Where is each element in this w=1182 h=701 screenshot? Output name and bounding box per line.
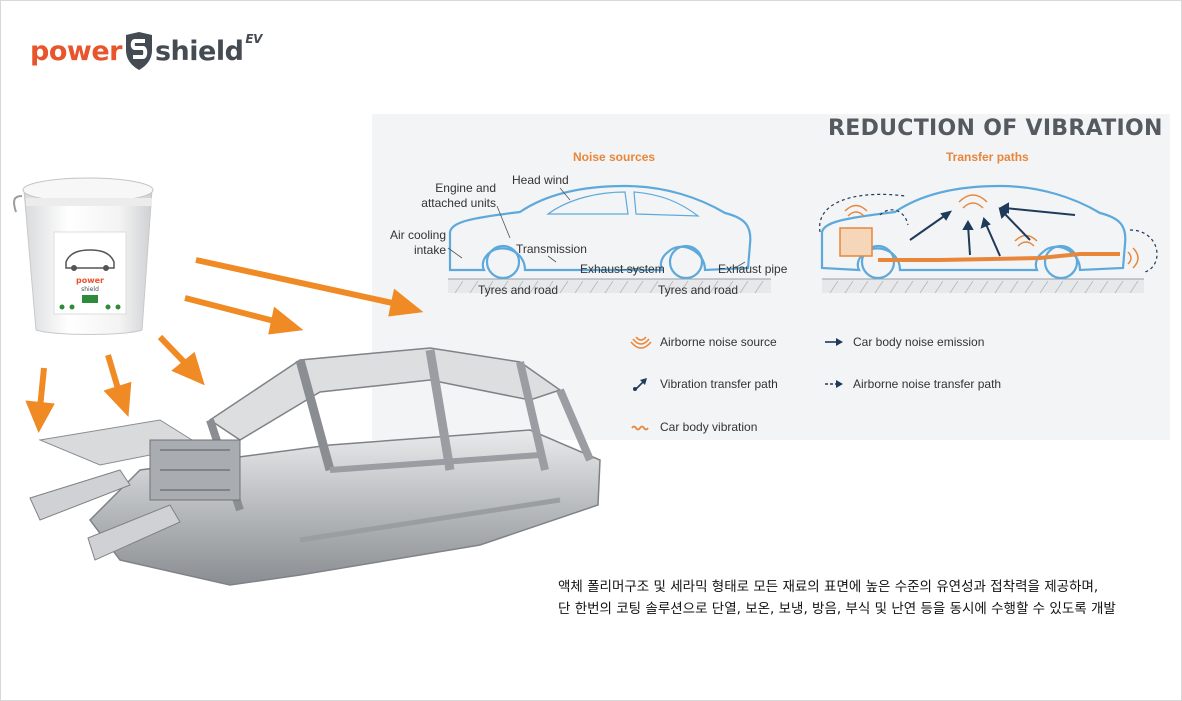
shield-icon bbox=[125, 32, 152, 70]
legend-car-body-vibration: Car body vibration bbox=[630, 419, 757, 435]
vibration-path-icon bbox=[633, 378, 647, 391]
svg-text:shield: shield bbox=[81, 286, 99, 293]
legend-airborne-transfer-label: Airborne noise transfer path bbox=[853, 377, 1002, 391]
diagram-title: REDUCTION OF VIBRATION bbox=[828, 116, 1163, 141]
product-description: 액체 폴리머구조 및 세라믹 형태로 모든 재료의 표면에 높은 수준의 유연성… bbox=[558, 576, 1158, 620]
brand-logo: power shield EV bbox=[30, 28, 262, 74]
label-tyres-left: Tyres and road bbox=[478, 283, 559, 297]
label-engine-line1: Engine and bbox=[435, 181, 496, 195]
arrow-down-2 bbox=[103, 354, 132, 417]
arrow-diag-3 bbox=[195, 257, 424, 317]
label-head-wind: Head wind bbox=[512, 173, 569, 187]
legend-car-body-emission-label: Car body noise emission bbox=[853, 335, 985, 349]
car-body-vibration-icon bbox=[631, 425, 649, 431]
noise-sources-subtitle: Noise sources bbox=[573, 150, 656, 164]
legend-airborne-noise-label: Airborne noise source bbox=[660, 335, 777, 349]
label-air-cooling-line1: Air cooling bbox=[389, 228, 446, 242]
label-tyres-right: Tyres and road bbox=[658, 283, 739, 297]
logo-shield-text: shield bbox=[154, 35, 244, 67]
description-line-1: 액체 폴리머구조 및 세라믹 형태로 모든 재료의 표면에 높은 수준의 유연성… bbox=[558, 579, 1099, 595]
legend-vibration-path-label: Vibration transfer path bbox=[660, 377, 778, 391]
arrow-diag-2 bbox=[184, 295, 304, 335]
label-air-cooling-line2: intake bbox=[413, 243, 446, 257]
legend-airborne-transfer: Airborne noise transfer path bbox=[823, 376, 1001, 392]
legend-car-body-vibration-label: Car body vibration bbox=[660, 420, 758, 434]
label-engine-line2: attached units bbox=[421, 196, 496, 210]
label-exhaust-system: Exhaust system bbox=[580, 262, 665, 276]
arrow-down-1 bbox=[25, 367, 55, 433]
label-air-cooling: Air cooling intake bbox=[384, 228, 446, 258]
legend-vibration-path: Vibration transfer path bbox=[630, 376, 778, 392]
car-body-emission-icon bbox=[825, 338, 843, 346]
transfer-paths-subtitle: Transfer paths bbox=[946, 150, 1029, 164]
logo-power-text: power bbox=[30, 35, 122, 67]
airborne-transfer-icon bbox=[825, 380, 843, 388]
arrow-diag-1 bbox=[157, 334, 205, 386]
label-engine: Engine and attached units bbox=[420, 181, 496, 211]
legend-airborne-noise: Airborne noise source bbox=[630, 334, 777, 350]
label-transmission: Transmission bbox=[516, 242, 587, 256]
label-exhaust-pipe: Exhaust pipe bbox=[718, 262, 788, 276]
legend-car-body-emission: Car body noise emission bbox=[823, 334, 984, 350]
svg-text:power: power bbox=[76, 276, 104, 285]
logo-ev-suffix: EV bbox=[245, 32, 262, 46]
airborne-noise-icon bbox=[630, 336, 652, 349]
description-line-2: 단 한번의 코팅 솔루션으로 단열, 보온, 보냉, 방음, 부식 및 난연 등… bbox=[558, 601, 1116, 617]
